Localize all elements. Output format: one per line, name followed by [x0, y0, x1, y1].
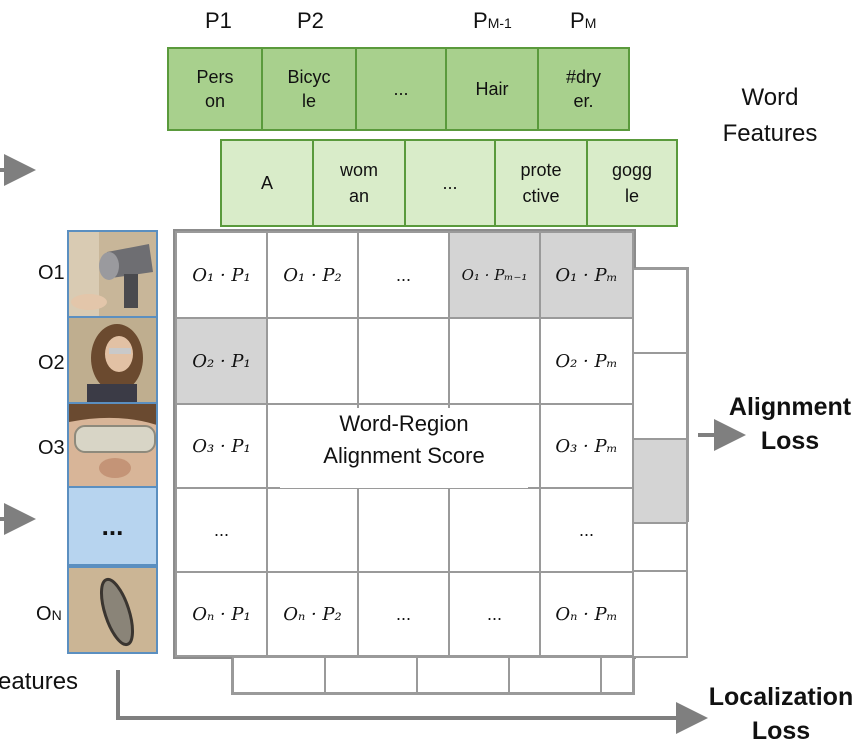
grid-cell-r2c5: O₂ · Pₘ [539, 317, 634, 405]
grid-cell-r4c1: ... [175, 487, 268, 573]
region-label-o1: O1 [38, 262, 65, 284]
localization-box-3 [416, 656, 510, 694]
localization-box-5 [600, 656, 634, 694]
grid-cell-r5c5: Oₙ · Pₘ [539, 571, 634, 657]
localization-box-2 [324, 656, 418, 694]
goggles-icon [69, 404, 156, 486]
alignment-side-box-4 [632, 522, 688, 572]
grid-cell-r3c5: O₃ · Pₘ [539, 403, 634, 489]
prompt-cell-hair: Hair [445, 47, 539, 131]
alignment-side-box-1 [632, 268, 688, 354]
prompt-cell-ellipsis: ... [355, 47, 447, 131]
word-cell-woman: wom an [312, 139, 406, 227]
alignment-loss-label: Alignment Loss [728, 393, 852, 455]
alignment-side-box-2 [632, 352, 688, 440]
region-features-label: eatures [0, 668, 79, 695]
grid-cell-r4c3 [357, 487, 450, 573]
grid-cell-r5c1: Oₙ · P₁ [175, 571, 268, 657]
grid-cell-r5c3: ... [357, 571, 450, 657]
word-cell-goggle: gogg le [586, 139, 678, 227]
word-cell-a: A [220, 139, 314, 227]
localization-box-1 [232, 656, 326, 694]
clock-photo [67, 566, 158, 654]
alignment-side-box-3 [632, 438, 688, 524]
grid-ellipsis: ... [395, 264, 411, 285]
prompt-label-pm1: PM-1 [473, 8, 512, 34]
localization-loss-label: Localization Loss [708, 683, 854, 745]
region-label-o2: O2 [38, 352, 65, 374]
hair-dryer-photo [67, 230, 158, 318]
grid-cell-r1c4: O₁ · Pₘ₋₁ [448, 231, 541, 319]
grid-cell-r5c4: ... [448, 571, 541, 657]
grid-ellipsis: ... [578, 519, 594, 540]
prompt-cell-dryer: #dry er. [537, 47, 630, 131]
grid-ellipsis: ... [213, 519, 229, 540]
alignment-score-label: Word-Region Alignment Score [280, 408, 528, 488]
grid-cell-r4c5: ... [539, 487, 634, 573]
grid-cell-r2c2 [266, 317, 359, 405]
clock-icon [69, 568, 156, 652]
alignment-side-box-5 [632, 570, 688, 658]
pm-main: P [570, 8, 585, 33]
word-cell-protective: prote ctive [494, 139, 588, 227]
prompt-label-p2: P2 [297, 8, 324, 33]
prompt-cell-bicycle: Bicyc le [261, 47, 357, 131]
grid-cell-r5c2: Oₙ · P₂ [266, 571, 359, 657]
pm-sub: M [584, 15, 597, 31]
localization-loss-arrow [116, 670, 708, 734]
region-ellipsis: ... [67, 486, 158, 566]
grid-cell-r2c3 [357, 317, 450, 405]
grid-ellipsis: ... [395, 603, 411, 624]
hair-dryer-icon [69, 232, 156, 316]
word-cell-ellipsis: ... [404, 139, 496, 227]
prompt-label-pm: PM [570, 8, 596, 34]
localization-box-4 [508, 656, 602, 694]
on-main: O [36, 603, 52, 625]
grid-cell-r1c1: O₁ · P₁ [175, 231, 268, 319]
on-sub: N [51, 607, 62, 623]
region-label-o3: O3 [38, 437, 65, 459]
grid-cell-r4c4 [448, 487, 541, 573]
grid-cell-r2c4 [448, 317, 541, 405]
word-features-label: Word Features [722, 84, 818, 147]
grid-ellipsis: ... [486, 603, 502, 624]
grid-cell-r4c2 [266, 487, 359, 573]
woman-photo [67, 316, 158, 404]
grid-cell-r1c3: ... [357, 231, 450, 319]
region-label-on: ON [36, 603, 62, 626]
grid-cell-r2c1: O₂ · P₁ [175, 317, 268, 405]
grid-cell-r1c2: O₁ · P₂ [266, 231, 359, 319]
woman-icon [69, 318, 156, 402]
prompt-label-p1: P1 [205, 8, 232, 33]
grid-cell-r3c1: O₃ · P₁ [175, 403, 268, 489]
grid-cell-r1c5: O₁ · Pₘ [539, 231, 634, 319]
pm1-sub: M-1 [487, 15, 512, 31]
prompt-cell-person: Pers on [167, 47, 263, 131]
pm1-main: P [473, 8, 488, 33]
goggles-photo [67, 402, 158, 488]
